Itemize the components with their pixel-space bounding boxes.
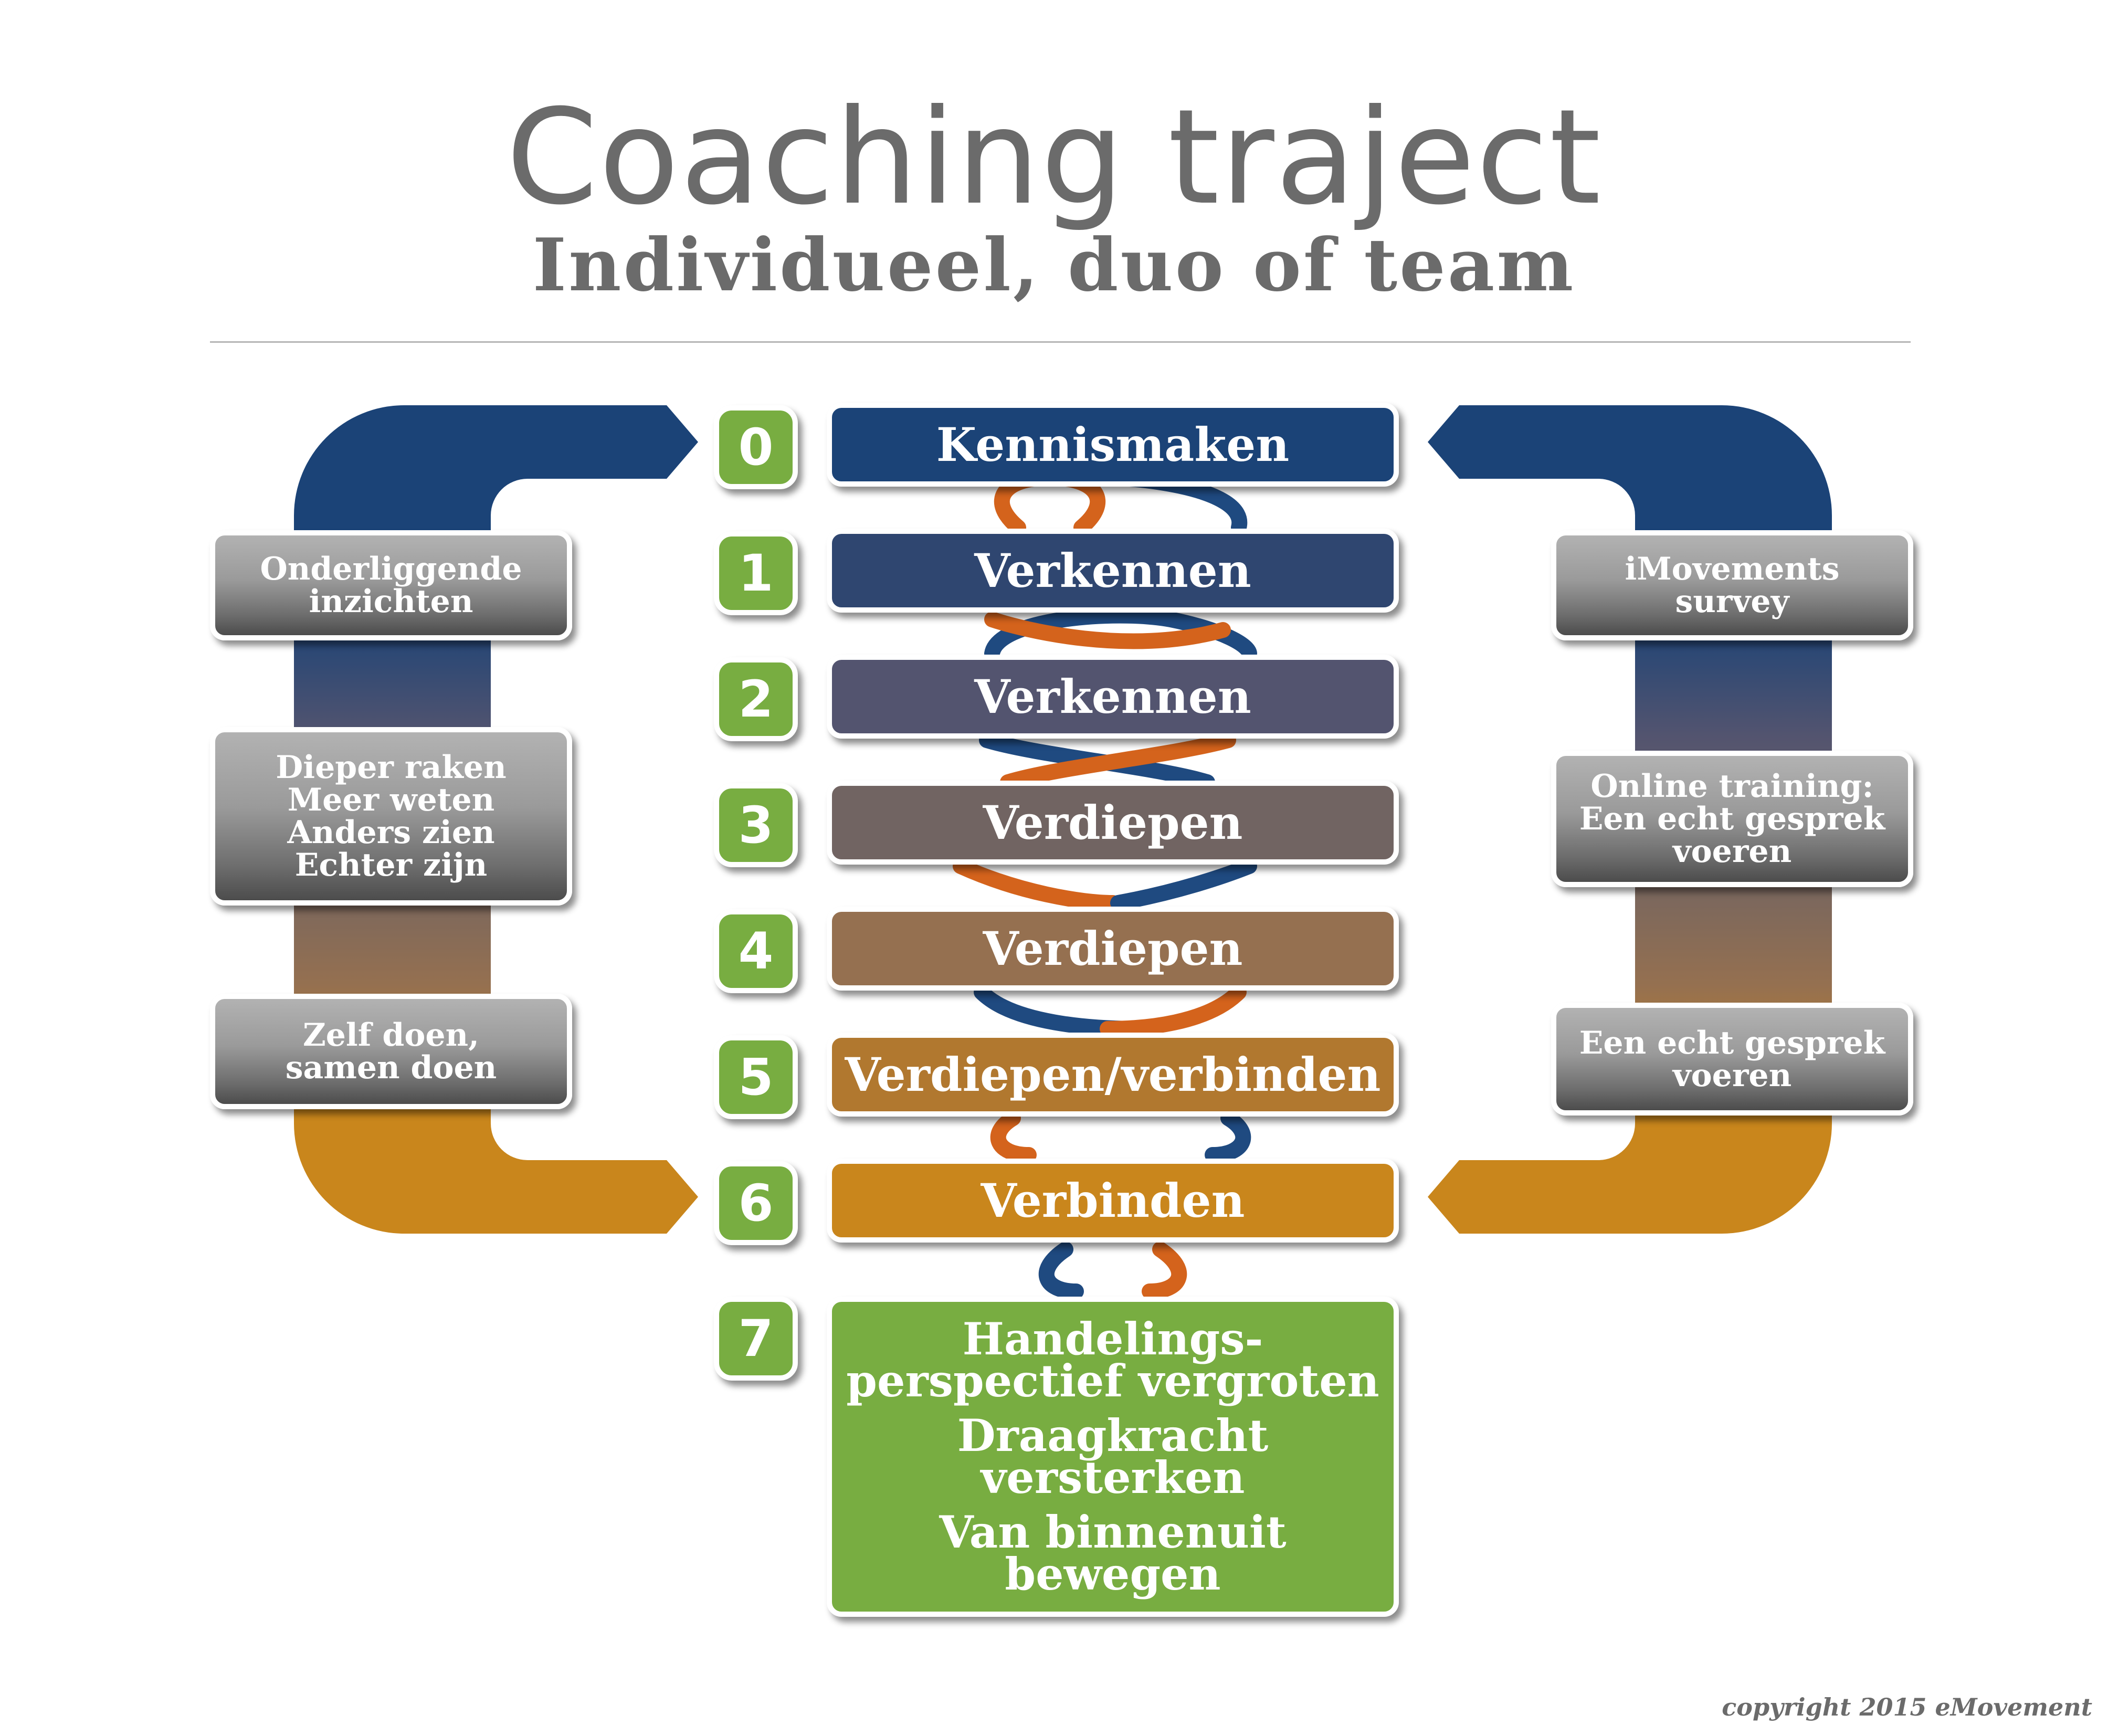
step-box-final: Handelings- perspectief vergroten Draagk…	[827, 1297, 1399, 1617]
twist-strands	[953, 469, 1257, 1299]
right-box-line: iMovements	[1625, 551, 1840, 587]
final-line: perspectief vergroten	[846, 1355, 1379, 1407]
left-box-line: Onderliggende	[260, 551, 522, 587]
right-box-line: voeren	[1672, 833, 1792, 870]
page-subtitle: Individueel, duo of team	[532, 222, 1576, 308]
page-title: Coaching traject	[506, 81, 1602, 234]
right-box-line: survey	[1675, 583, 1789, 620]
final-line: Van binnenuit	[939, 1506, 1287, 1558]
right-box-line: Een echt gesprek	[1579, 801, 1885, 837]
final-group-3: Van binnenuit bewegen	[939, 1506, 1287, 1600]
left-box-dieper-raken: Dieper raken Meer weten Anders zien Echt…	[210, 727, 572, 906]
left-box-zelf-doen: Zelf doen, samen doen	[210, 994, 572, 1109]
final-line: versterken	[981, 1451, 1245, 1503]
step-box-kennismaken: Kennismaken	[827, 403, 1399, 487]
step-number-7: 7	[714, 1297, 798, 1381]
step-number-6: 6	[714, 1161, 798, 1245]
copyright-notice: copyright 2015 eMovement	[1722, 1693, 2092, 1721]
step-box-verkennen-1: Verkennen	[827, 529, 1399, 613]
right-box-line: voeren	[1672, 1057, 1792, 1094]
step-number-2: 2	[714, 657, 798, 741]
step-box-verdiepen-verbinden: Verdiepen/verbinden	[827, 1033, 1399, 1117]
left-box-line: Zelf doen,	[302, 1017, 480, 1054]
left-box-line: inzichten	[309, 583, 473, 620]
step-number-1: 1	[714, 531, 798, 615]
left-box-line: Anders zien	[287, 814, 495, 851]
right-box-line: Een echt gesprek	[1579, 1024, 1885, 1061]
right-box-imovements-survey: iMovements survey	[1551, 530, 1913, 640]
step-box-verdiepen-4: Verdiepen	[827, 907, 1399, 991]
left-box-line: Meer weten	[287, 782, 495, 818]
step-number-5: 5	[714, 1035, 798, 1119]
left-box-onderliggende-inzichten: Onderliggende inzichten	[210, 530, 572, 640]
left-box-line: Dieper raken	[276, 749, 507, 786]
header-divider	[210, 341, 1911, 343]
step-box-verkennen-2: Verkennen	[827, 655, 1399, 739]
final-line: Draagkracht	[957, 1409, 1269, 1461]
final-group-2: Draagkracht versterken	[957, 1409, 1269, 1503]
step-number-0: 0	[714, 405, 798, 489]
left-box-line: samen doen	[285, 1049, 497, 1086]
right-box-line: Online training:	[1590, 768, 1874, 805]
step-box-verdiepen-3: Verdiepen	[827, 781, 1399, 865]
left-box-line: Echter zijn	[294, 847, 488, 883]
right-box-online-training: Online training: Een echt gesprek voeren	[1551, 751, 1913, 887]
final-group-1: Handelings- perspectief vergroten	[846, 1313, 1379, 1407]
final-line: Handelings-	[962, 1313, 1263, 1365]
right-box-echt-gesprek: Een echt gesprek voeren	[1551, 1003, 1913, 1116]
step-box-verbinden: Verbinden	[827, 1159, 1399, 1243]
step-number-4: 4	[714, 909, 798, 993]
step-number-3: 3	[714, 783, 798, 867]
final-line: bewegen	[1005, 1548, 1221, 1600]
